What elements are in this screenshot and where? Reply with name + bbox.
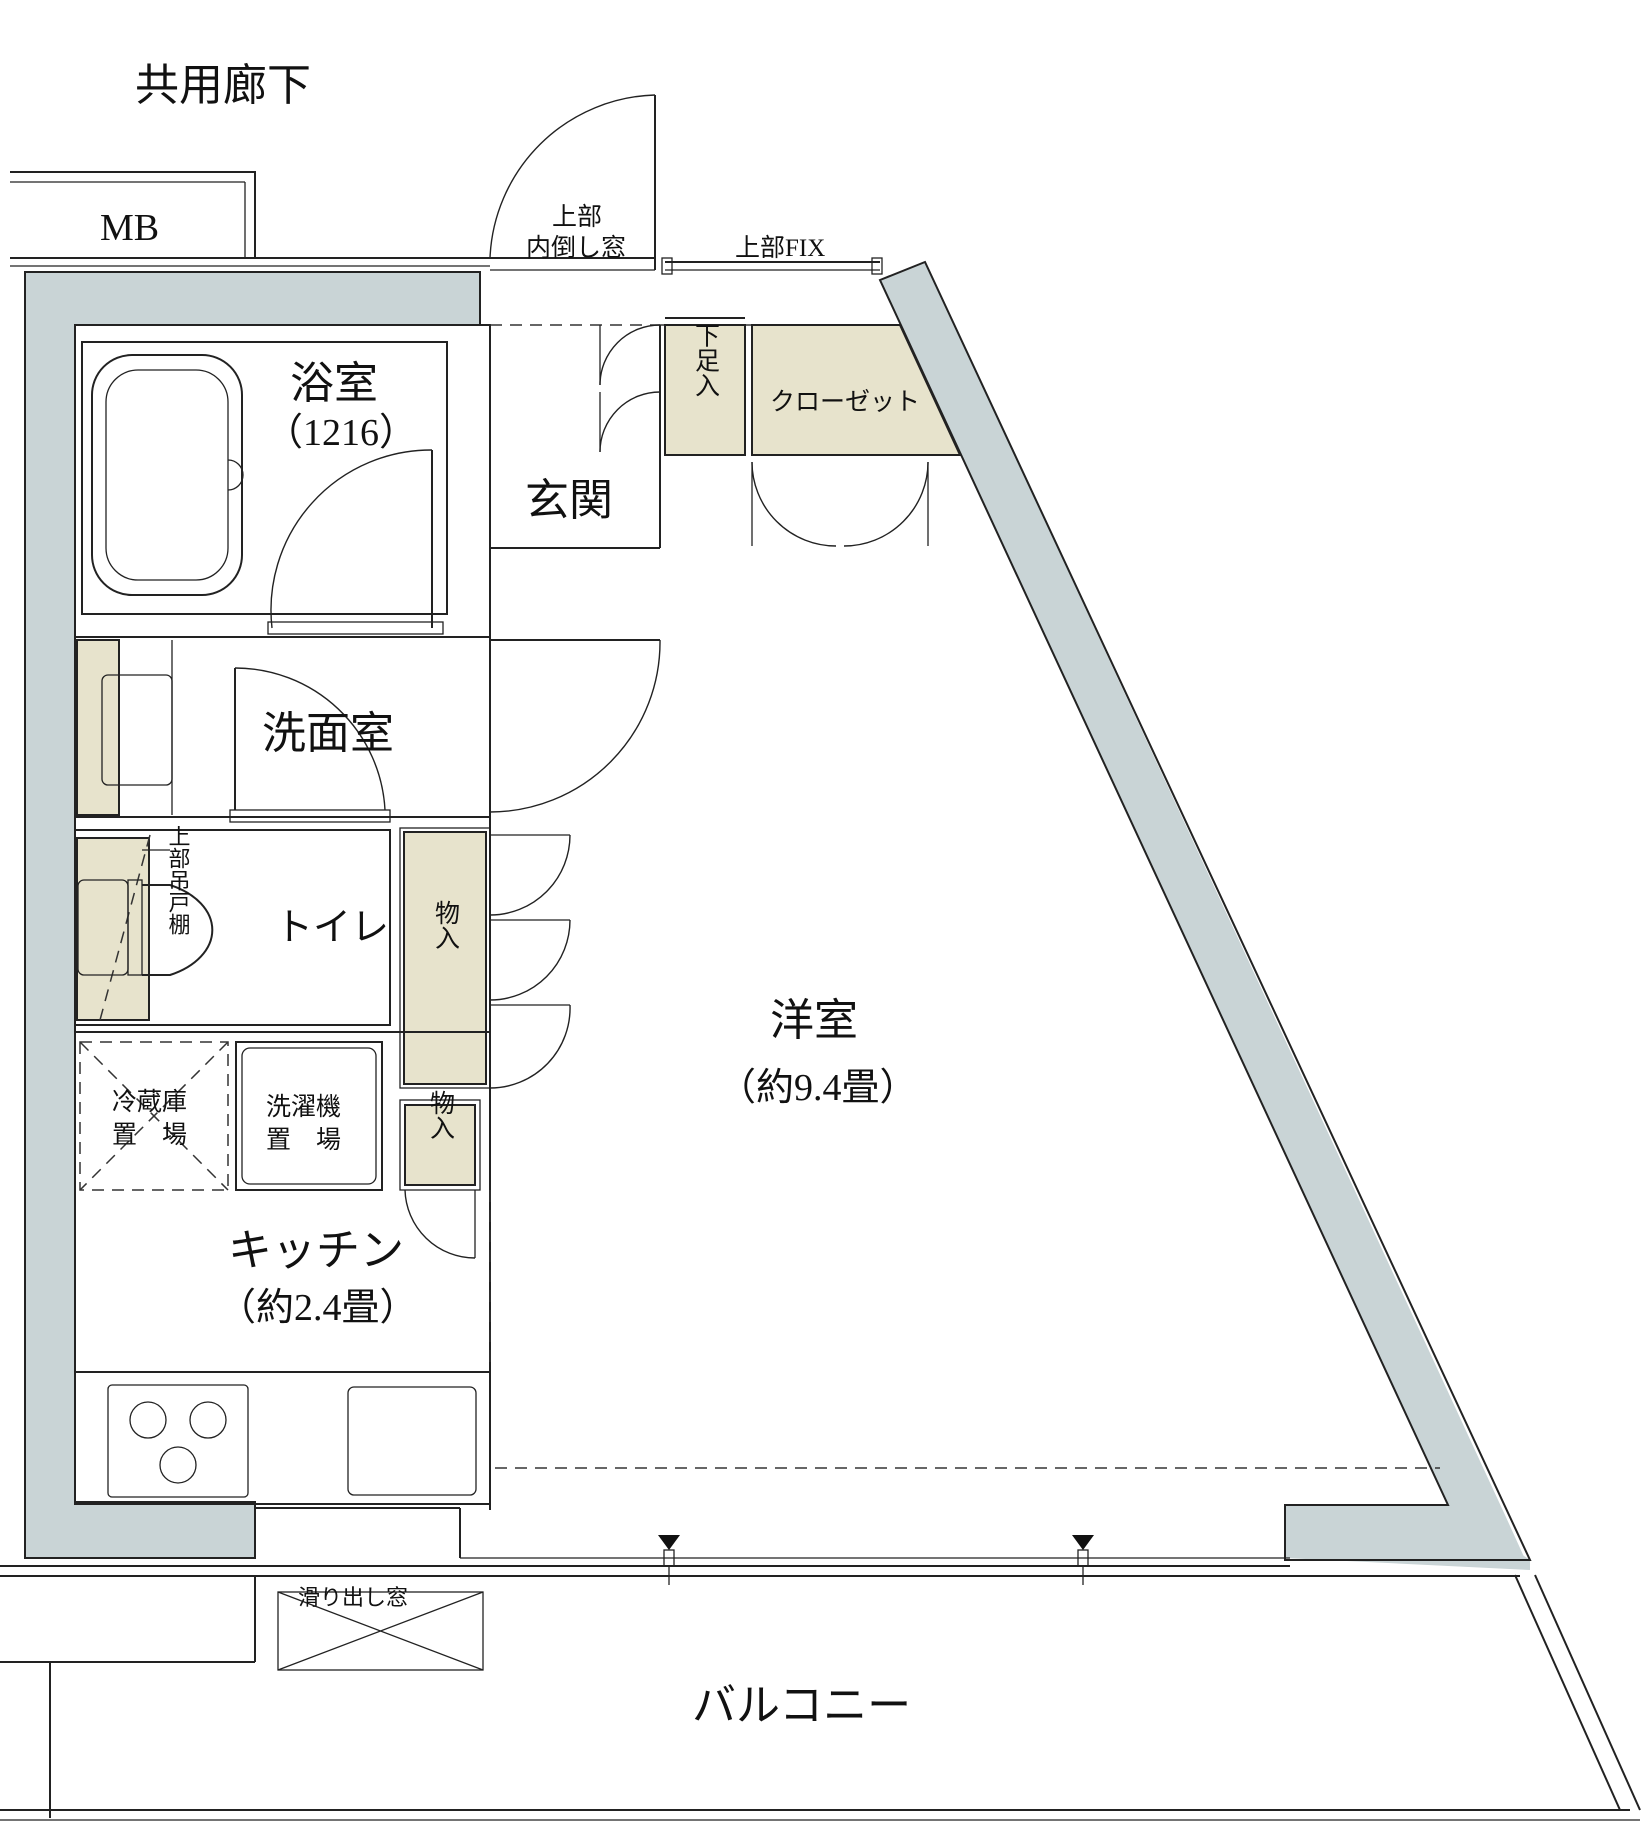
balcony-structure	[0, 1507, 1641, 1821]
kitchen-label: キッチン	[228, 1226, 404, 1275]
western-room-label: 洋室	[770, 996, 858, 1045]
closet-label: クローゼット	[770, 388, 920, 416]
slide-window-label: 滑り出し窓	[298, 1585, 408, 1610]
corridor-label: 共用廊下	[135, 61, 311, 110]
mb-box	[10, 171, 490, 267]
entrance-label: 玄関	[525, 476, 613, 525]
window-top-right-label: 上部FIX	[735, 234, 825, 262]
storage-small-label: 物入	[427, 1090, 456, 1140]
balcony-label: バルコニー	[692, 1681, 911, 1730]
window-top-left-label-1: 上部	[552, 203, 602, 231]
washer-label-1: 洗濯機	[266, 1093, 341, 1121]
bath-size-label: （1216）	[265, 412, 417, 454]
fridge-label-2: 置 場	[112, 1121, 187, 1149]
washroom-label: 洗面室	[262, 709, 394, 758]
washer-label-2: 置 場	[266, 1126, 341, 1154]
exterior-walls	[24, 260, 1532, 1570]
toilet-label: トイレ	[275, 907, 389, 949]
upper-cabinet-label: 上部吊戸棚	[166, 825, 191, 935]
window-top-left-label-2: 内倒し窓	[526, 234, 626, 262]
partitions	[74, 317, 1440, 1510]
fix-window	[661, 257, 883, 275]
western-room-size-label: （約9.4畳）	[718, 1067, 918, 1109]
bath-label: 浴室	[290, 359, 378, 408]
shoe-box-label: 下足入	[692, 323, 720, 398]
mb-label: MB	[100, 207, 159, 249]
kitchen-size-label: （約2.4畳）	[218, 1287, 418, 1329]
storage-tall-label: 物入	[432, 900, 461, 950]
entrance-door	[489, 94, 656, 271]
fridge-label-1: 冷蔵庫	[112, 1088, 187, 1116]
